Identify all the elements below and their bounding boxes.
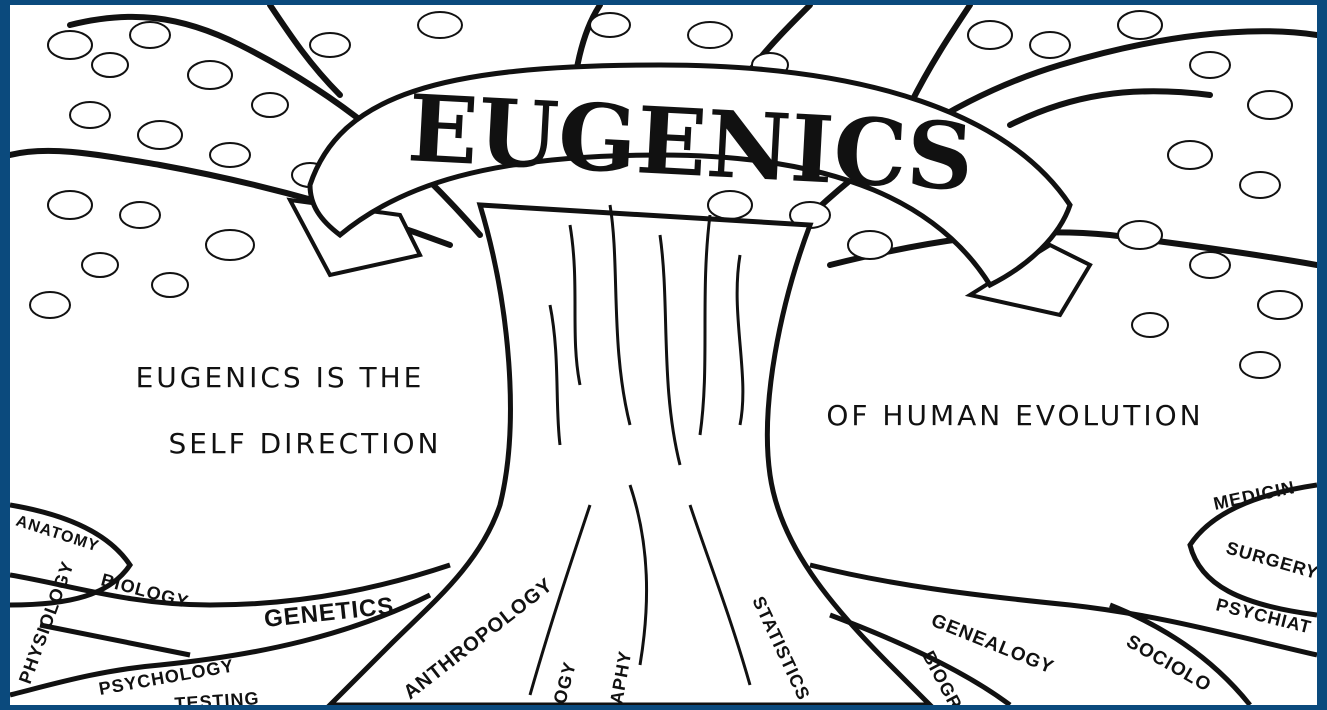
root-label-sociology: SOCIOLO (1123, 631, 1215, 696)
root-label-biology: BIOLOGY (99, 570, 191, 613)
motto-line-1: EUGENICS IS THE (136, 361, 425, 394)
root-label-genetics: GENETICS (263, 592, 396, 633)
tree-illustration: EUGENICS EUGENICS IS THE SELF DIRECTION … (10, 5, 1317, 705)
root-label-medicine: MEDICIN (1212, 477, 1297, 514)
root-label-biogr: BIOGR (918, 647, 966, 705)
root-label-psychiatry: PSYCHIAT (1214, 594, 1314, 637)
motto-line-3: OF HUMAN EVOLUTION (826, 399, 1203, 432)
illustration-frame: EUGENICS EUGENICS IS THE SELF DIRECTION … (10, 5, 1317, 705)
motto-line-2: SELF DIRECTION (169, 427, 442, 460)
root-label-surgery: SURGERY (1224, 538, 1317, 584)
root-label-testing: TESTING (174, 688, 260, 705)
root-label-anatomy: ANATOMY (14, 513, 101, 556)
